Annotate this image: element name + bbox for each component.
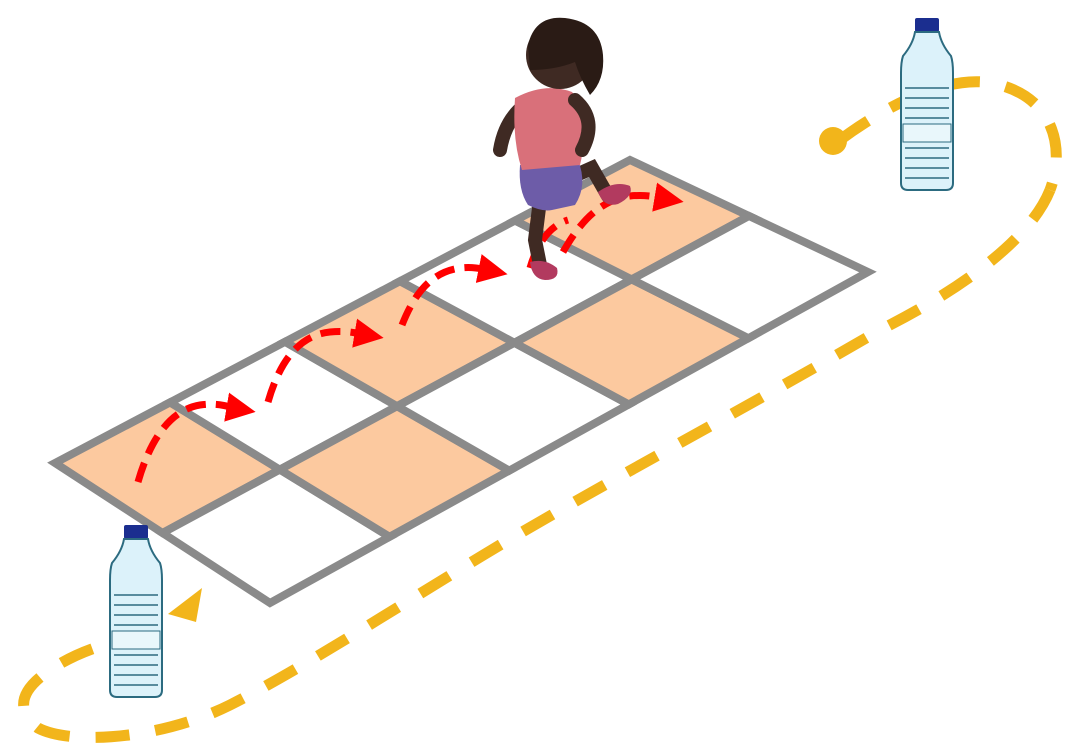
return-path-start-dot — [819, 127, 847, 155]
return-path-arrowhead — [168, 588, 202, 622]
child-back-leg — [535, 200, 540, 265]
hopscotch-grid — [55, 160, 868, 603]
water-bottle-icon-bottom-left — [110, 525, 162, 697]
water-bottle-icon-top-right — [901, 18, 953, 190]
